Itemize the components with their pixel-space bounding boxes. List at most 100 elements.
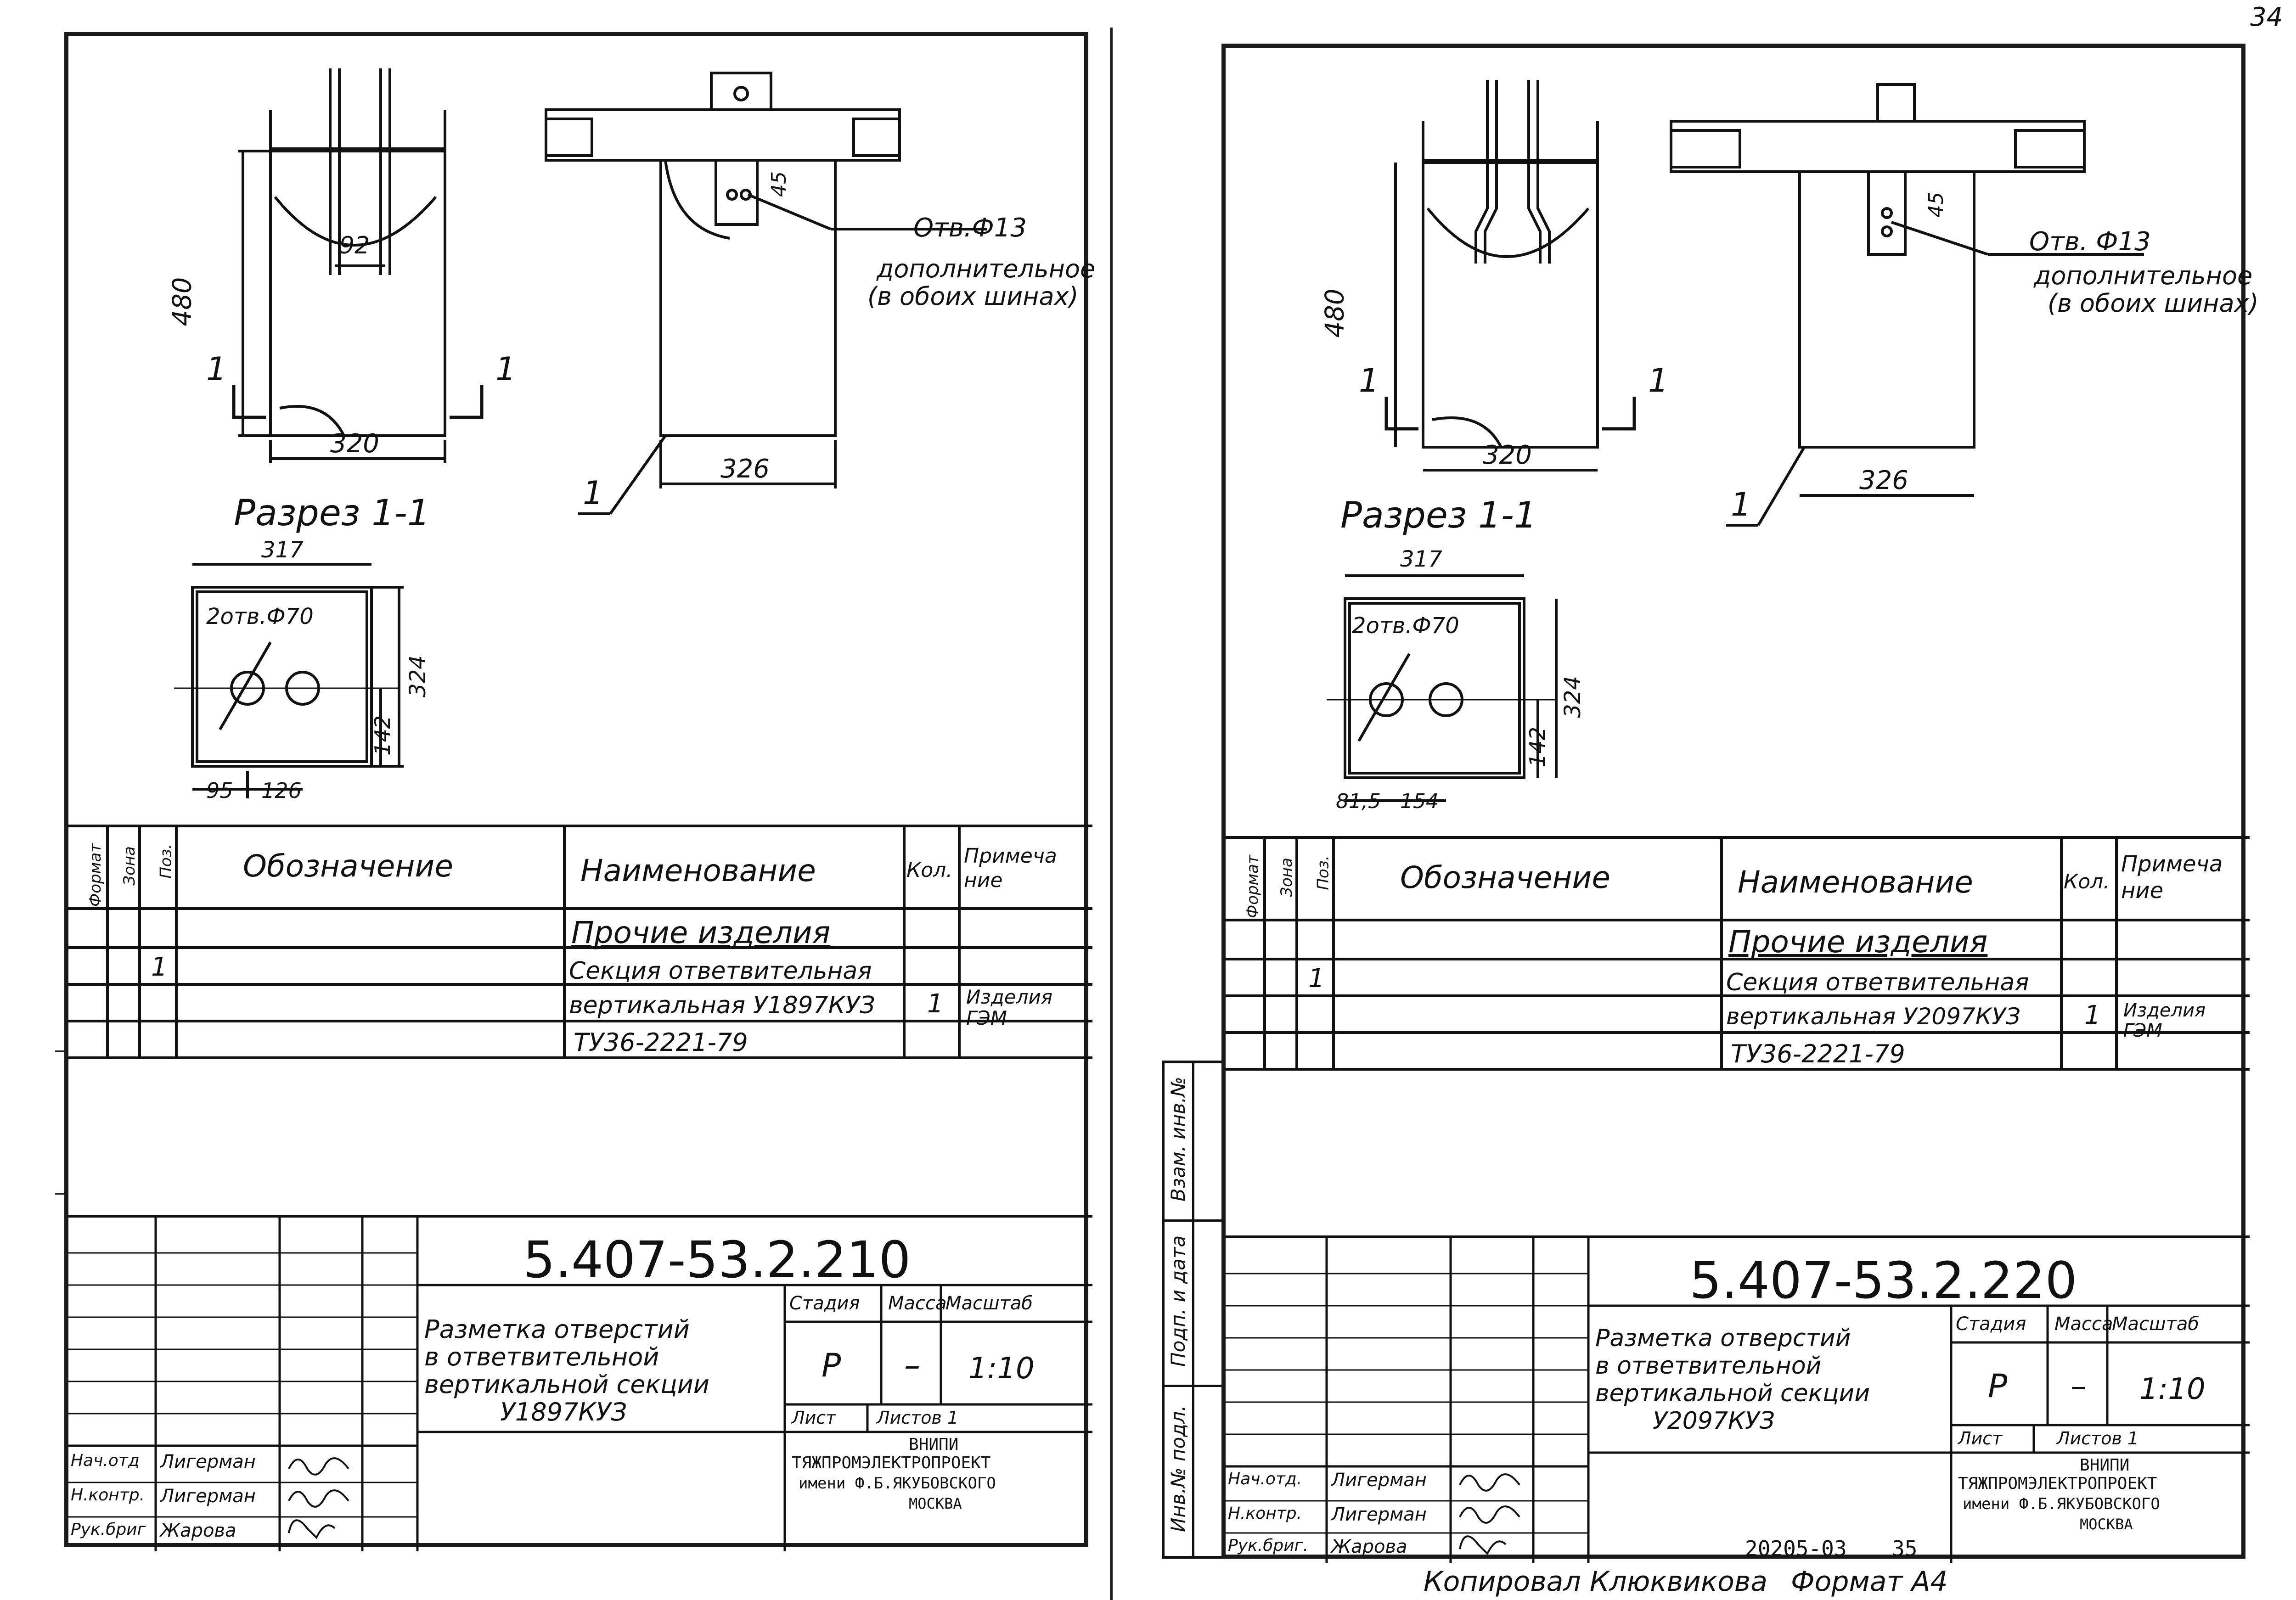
doc-title-2: в ответвительной — [1595, 1352, 1822, 1380]
doc-title-4: У1897КУЗ — [500, 1398, 627, 1426]
section-title: Разрез 1-1 — [1340, 495, 1537, 536]
dim-317: 317 — [261, 537, 304, 563]
role-3: Рук.бриг. — [1228, 1536, 1309, 1555]
dim-95: 95 — [206, 778, 233, 803]
drawing-left — [68, 68, 1092, 1551]
role-1: Нач.отд — [71, 1451, 140, 1470]
dim-326: 326 — [1859, 466, 1908, 495]
doc-title-1: Разметка отверстий — [1595, 1325, 1851, 1352]
role-3-name: Жарова — [1331, 1536, 1407, 1557]
mass-header: Масса — [888, 1293, 947, 1314]
scale-value: 1:10 — [2139, 1372, 2206, 1406]
stamp-original-inv: Инв.№ подл. — [1167, 1405, 1189, 1532]
page-number: 34 — [2250, 2, 2283, 32]
row-2-note: Изделия ГЭМ — [966, 986, 1053, 1030]
row-2-name: вертикальная У2097КУЗ — [1726, 1003, 2020, 1030]
side-stamp: Взам. инв.№ Подп. и дата Инв.№ подл. — [1162, 1061, 1221, 1559]
pos-marker: 1 — [1731, 486, 1751, 523]
archive-sheet: 35 — [1892, 1536, 1918, 1561]
row-3-name: ТУ36-2221-79 — [1731, 1039, 1905, 1068]
dim-320: 320 — [1483, 440, 1532, 470]
section-mark-right: 1 — [1648, 362, 1669, 399]
org-3: имени Ф.Б.ЯКУБОВСКОГО — [799, 1474, 996, 1493]
dim-320: 320 — [330, 429, 379, 459]
row-2-qty: 1 — [2084, 1000, 2101, 1030]
doc-title-2: в ответвительной — [424, 1342, 659, 1371]
dim-126: 126 — [261, 778, 302, 803]
title-block-left — [68, 1216, 1092, 1551]
hdr-qty: Кол. — [2064, 870, 2110, 893]
section-mark-left: 1 — [1359, 362, 1379, 399]
hdr-name: Наименование — [1738, 865, 1973, 900]
sheet-label: Лист — [792, 1408, 836, 1428]
mass-value: – — [2071, 1367, 2087, 1405]
scale-header: Масштаб — [945, 1293, 1033, 1314]
hole-note: Отв.Ф13 — [913, 213, 1027, 243]
cap-top — [269, 110, 446, 151]
row-0-name: Прочие изделия — [571, 915, 831, 950]
scale-value: 1:10 — [968, 1352, 1035, 1386]
cable-arc — [274, 196, 437, 247]
row-1-name: Секция ответвительная — [1726, 969, 2029, 996]
role-1: Нач.отд. — [1228, 1470, 1302, 1488]
format-note: Формат А4 — [1791, 1566, 1948, 1598]
role-2-name: Лигерман — [160, 1486, 256, 1507]
drawing-right — [1226, 80, 2250, 1563]
hole-note-3: (в обоих шинах) — [2048, 289, 2259, 318]
hole-note-2: дополнительное — [2034, 261, 2253, 290]
hole-note: Отв. Ф13 — [2029, 227, 2151, 257]
mass-value: – — [904, 1347, 920, 1384]
hdr-note: Примеча ние — [2121, 851, 2223, 904]
signature-right — [1459, 1473, 1520, 1555]
role-2: Н.контр. — [71, 1486, 145, 1505]
dim-92: 92 — [339, 232, 370, 259]
section-mark-left: 1 — [206, 350, 227, 388]
copied-by: Копировал Клюквикова — [1424, 1566, 1768, 1598]
signature-left — [288, 1457, 349, 1539]
row-2-qty: 1 — [927, 989, 944, 1019]
row-2-note: Изделия ГЭМ — [2123, 1000, 2206, 1041]
row-3-name: ТУ36-2221-79 — [574, 1028, 748, 1057]
org-4: МОСКВА — [909, 1495, 962, 1512]
archive-number: 20205-03 — [1745, 1536, 1847, 1561]
org-1: ВНИПИ — [2080, 1456, 2130, 1475]
section-view — [191, 586, 373, 768]
stage-value: Р — [822, 1347, 841, 1384]
role-1-name: Лигерман — [160, 1451, 256, 1472]
front-view-body — [269, 150, 446, 437]
role-3-name: Жарова — [160, 1520, 236, 1541]
hdr-designation: Обозначение — [243, 848, 453, 884]
role-3: Рук.бриг — [71, 1520, 146, 1539]
doc-code: 5.407-53.2.220 — [1689, 1251, 2077, 1310]
stamp-replace-inv: Взам. инв.№ — [1167, 1077, 1189, 1201]
hdr-note: Примеча ние — [964, 844, 1057, 892]
org-2: ТЯЖПРОМЭЛЕКТРОПРОЕКТ — [1958, 1474, 2157, 1493]
row-1-pos: 1 — [1308, 964, 1325, 994]
drawing-sheet-left: 480 92 320 326 45 1 1 Отв.Ф13 дополнител… — [64, 32, 1095, 1551]
org-2: ТЯЖПРОМЭЛЕКТРОПРОЕКТ — [792, 1454, 991, 1472]
drawing-sheet-right: 480 320 326 45 1 1 Отв. Ф13 дополнительн… — [1221, 44, 2259, 1563]
stamp-sign-date: Подп. и дата — [1167, 1235, 1189, 1367]
row-1-pos: 1 — [151, 952, 168, 982]
doc-title-1: Разметка отверстий — [424, 1315, 690, 1344]
doc-title-4: У2097КУЗ — [1653, 1407, 1775, 1435]
stage-header: Стадия — [789, 1293, 860, 1314]
role-2-name: Лигерман — [1331, 1504, 1427, 1525]
spec-table-left — [68, 825, 1092, 1218]
role-2: Н.контр. — [1228, 1504, 1302, 1523]
holes-label: 2отв.Ф70 — [1352, 613, 1459, 639]
hole-note-3: (в обоих шинах) — [867, 282, 1079, 311]
doc-title-3: вертикальной секции — [1595, 1380, 1870, 1407]
section-mark-right: 1 — [495, 350, 516, 388]
hole-note-2: дополнительное — [877, 254, 1096, 283]
row-2-name: вертикальная У1897КУЗ — [569, 992, 875, 1019]
stage-header: Стадия — [1956, 1314, 2026, 1335]
role-1-name: Лигерман — [1331, 1470, 1427, 1491]
dim-326: 326 — [720, 454, 770, 484]
org-4: МОСКВА — [2080, 1516, 2133, 1533]
holes-label: 2отв.Ф70 — [206, 604, 314, 629]
section-title: Разрез 1-1 — [234, 493, 430, 534]
row-0-name: Прочие изделия — [1728, 924, 1988, 960]
sheets-label: Листов 1 — [877, 1408, 959, 1428]
stage-value: Р — [1988, 1367, 2008, 1405]
